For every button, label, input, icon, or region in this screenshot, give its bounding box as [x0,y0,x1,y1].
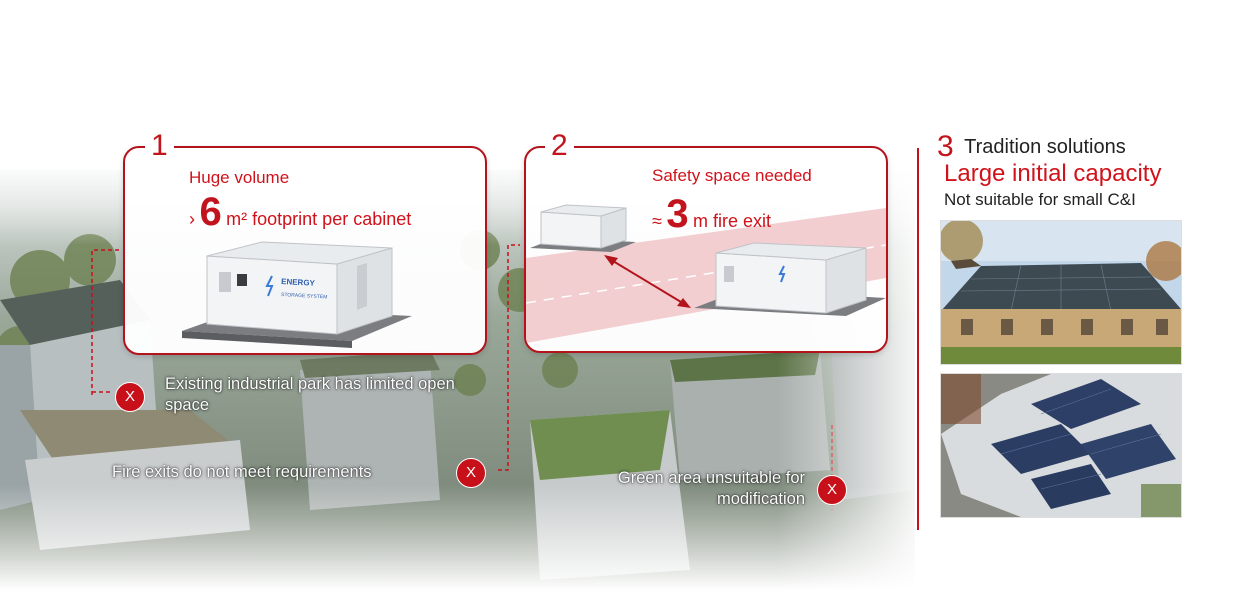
cabinet-label-line2: STORAGE SYSTEM [281,292,328,300]
panel2-big-value: 3 [666,192,689,236]
issue-2-text: Fire exits do not meet requirements [112,463,372,481]
panel1-big-value: 6 [199,190,222,234]
issue-1-text: Existing industrial park has limited ope… [165,375,455,414]
solar-rooftop-photo-2 [940,373,1182,518]
panel1-title: Huge volume [189,168,290,187]
panel2-number: 2 [545,131,574,161]
issue-1-x-icon: X [115,382,145,412]
panel2-prefix: ≈ [652,211,662,231]
panel2-unit-text: m fire exit [693,211,772,231]
cabinet-label-line1: ENERGY [281,277,316,288]
panel1-unit-text: m² footprint per cabinet [226,209,412,229]
panel3-number: 3 [937,130,954,163]
issue-2-x-icon: X [456,458,486,488]
panel1-number: 1 [145,131,174,161]
energy-storage-cabinet-icon: ENERGY STORAGE SYSTEM [182,241,412,348]
panel3-subtext: Not suitable for small C&I [944,190,1136,209]
panel2-title: Safety space needed [652,166,812,185]
solar-rooftop-photo-1 [940,220,1182,365]
panel1-prefix: › [189,209,195,229]
issue-3-text: Green area unsuitable for modification [617,469,805,508]
section-divider [917,148,919,530]
panel3-highlight: Large initial capacity [944,160,1162,187]
huge-volume-card: Huge volume › 6 m² footprint per cabinet… [123,146,487,355]
panel3-heading: Tradition solutions [964,135,1126,158]
panel2-fire-exit-line: ≈ 3 m fire exit [652,192,771,237]
safety-space-card: Safety space needed ≈ 3 m fire exit [524,146,888,353]
panel3-heading-row: 3 Tradition solutions [937,130,1126,164]
panel1-footprint-line: › 6 m² footprint per cabinet [189,190,411,235]
fire-exit-band-illustration [526,204,886,343]
issue-3-x-icon: X [817,475,847,505]
